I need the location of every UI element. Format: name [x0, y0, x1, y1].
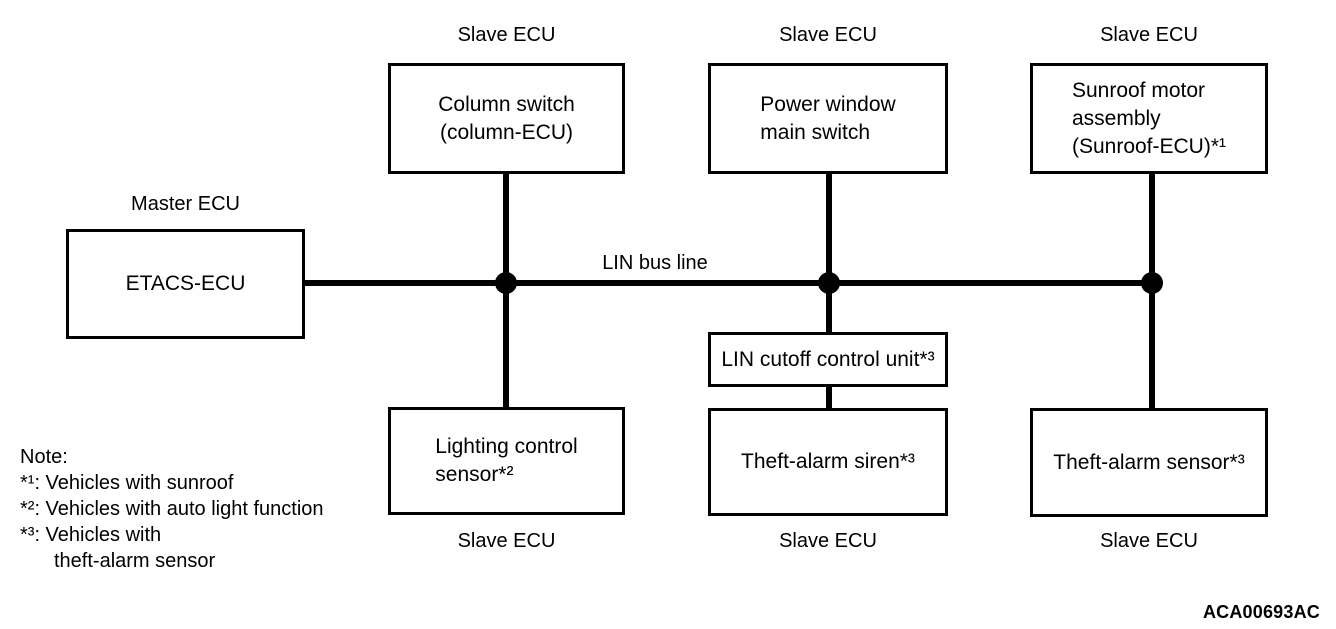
sunroof-motor-box: Sunroof motor assembly (Sunroof-ECU)*¹ [1030, 63, 1268, 174]
junction-dot-1 [495, 272, 517, 294]
drop-line-power-upper [826, 174, 832, 332]
caption-slave-sunroof: Slave ECU [1100, 24, 1198, 46]
junction-dot-2 [818, 272, 840, 294]
caption-slave-lighting: Slave ECU [457, 530, 556, 552]
lin-cutoff-box: LIN cutoff control unit*³ [708, 332, 948, 387]
caption-slave-column: Slave ECU [457, 24, 556, 46]
lighting-sensor-label: Lighting control sensor*² [435, 435, 578, 486]
note-title: Note: [20, 446, 68, 468]
note-item-autolight: *²: Vehicles with auto light function [20, 498, 324, 520]
etacs-ecu-label: ETACS-ECU [125, 272, 246, 295]
power-window-label: Power window main switch [760, 92, 896, 144]
caption-slave-siren: Slave ECU [779, 530, 877, 552]
note-item-sunroof: *¹: Vehicles with sunroof [20, 472, 234, 494]
theft-alarm-siren-box: Theft-alarm siren*³ [708, 408, 948, 516]
sunroof-motor-label: Sunroof motor assembly (Sunroof-ECU)*¹ [1071, 78, 1227, 158]
power-window-box: Power window main switch [708, 63, 948, 174]
column-switch-box: Column switch (column-ECU) [388, 63, 625, 174]
caption-master: Master ECU [131, 193, 240, 215]
drawing-code: ACA00693AC [1202, 602, 1320, 622]
etacs-ecu-box: ETACS-ECU [66, 229, 305, 339]
note-block: Note: *¹: Vehicles with sunroof *²: Vehi… [20, 444, 324, 574]
note-item-theftalarm: *³: Vehicles with theft-alarm sensor [20, 524, 216, 572]
drop-line-power-lower [826, 387, 832, 408]
caption-slave-sensor: Slave ECU [1100, 530, 1198, 552]
theft-alarm-sensor-label: Theft-alarm sensor*³ [1053, 450, 1245, 474]
lighting-sensor-box: Lighting control sensor*² [388, 407, 625, 515]
lin-bus-line-label: LIN bus line [602, 252, 708, 274]
theft-alarm-siren-label: Theft-alarm siren*³ [741, 450, 915, 473]
lin-cutoff-label: LIN cutoff control unit*³ [721, 347, 935, 371]
lin-bus-line [305, 280, 1155, 286]
caption-slave-power: Slave ECU [779, 24, 877, 46]
junction-dot-3 [1141, 272, 1163, 294]
column-switch-label: Column switch (column-ECU) [438, 92, 575, 144]
theft-alarm-sensor-box: Theft-alarm sensor*³ [1030, 408, 1268, 517]
